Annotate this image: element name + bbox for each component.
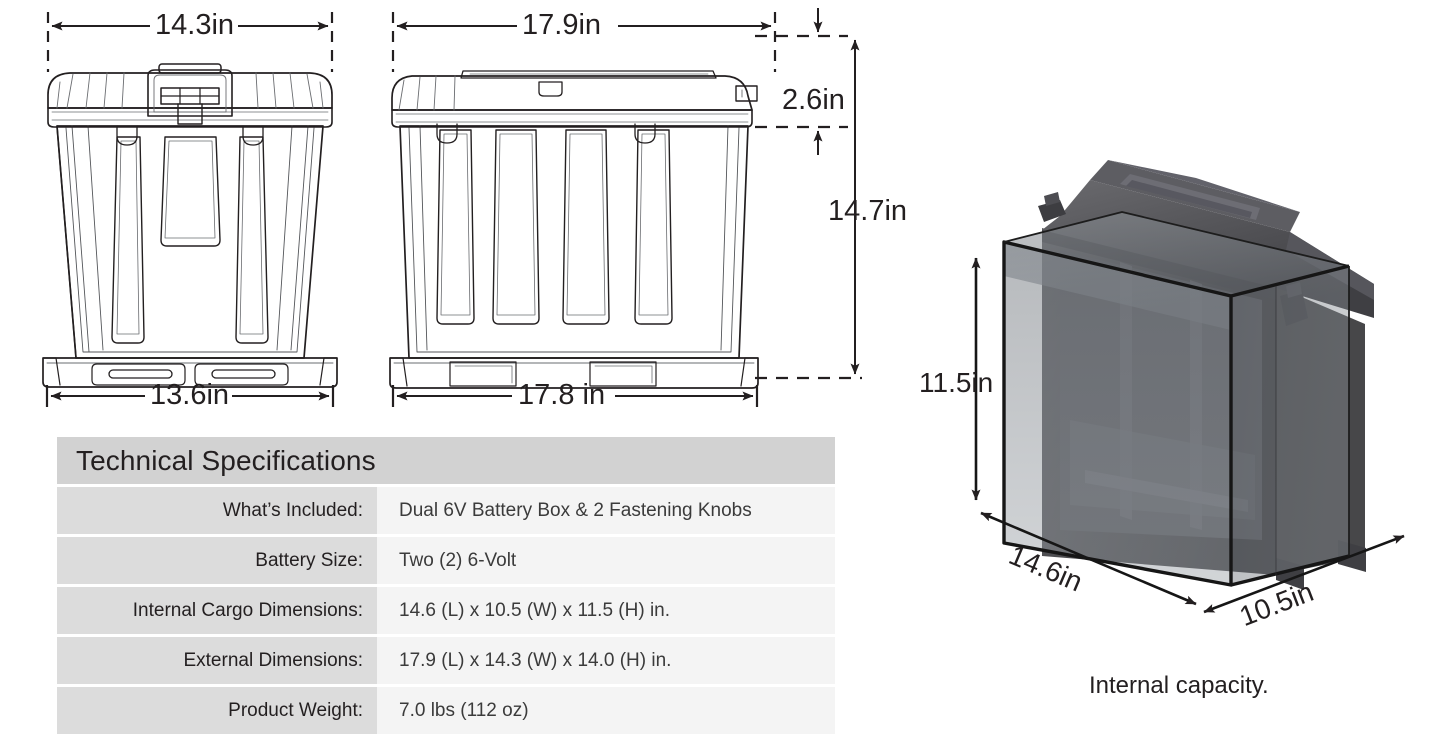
dimension-lines — [45, 8, 862, 407]
spec-label: Internal Cargo Dimensions: — [57, 587, 377, 634]
dim-front-width-bottom — [45, 385, 335, 407]
spec-value: 17.9 (L) x 14.3 (W) x 14.0 (H) in. — [377, 637, 835, 684]
table-row: Battery Size: Two (2) 6-Volt — [57, 537, 835, 584]
table-row: What’s Included: Dual 6V Battery Box & 2… — [57, 487, 835, 534]
dim-label-front-width-top: 14.3in — [155, 9, 235, 41]
dim-label-lid-height: 2.6in — [782, 84, 845, 116]
spec-table-title: Technical Specifications — [76, 444, 376, 476]
spec-table-header: Technical Specifications — [57, 437, 835, 484]
dim-side-length-bottom — [391, 385, 759, 407]
spec-value: 7.0 lbs (112 oz) — [377, 687, 835, 734]
spec-label: Product Weight: — [57, 687, 377, 734]
dim-label-front-width-bottom: 13.6in — [150, 379, 230, 411]
table-row: Product Weight: 7.0 lbs (112 oz) — [57, 687, 835, 734]
spec-label: External Dimensions: — [57, 637, 377, 684]
dimension-lines-3d — [971, 257, 1405, 614]
dim-label-side-length-bottom: 17.8 in — [518, 379, 606, 411]
side-view-drawing — [389, 70, 759, 389]
table-row: Internal Cargo Dimensions: 14.6 (L) x 10… — [57, 587, 835, 634]
dim-total-height — [755, 39, 862, 380]
spec-value: 14.6 (L) x 10.5 (W) x 11.5 (H) in. — [377, 587, 835, 634]
render-3d-battery-box — [1002, 160, 1374, 590]
technical-specifications-table: Technical Specifications What’s Included… — [57, 437, 835, 734]
spec-value: Dual 6V Battery Box & 2 Fastening Knobs — [377, 487, 835, 534]
spec-value: Two (2) 6-Volt — [377, 537, 835, 584]
spec-label: Battery Size: — [57, 537, 377, 584]
dim-front-width-top — [46, 12, 334, 72]
dim-label-internal-height: 11.5in — [919, 367, 994, 398]
table-row: External Dimensions: 17.9 (L) x 14.3 (W)… — [57, 637, 835, 684]
dim-label-total-height: 14.7in — [828, 195, 908, 227]
dim-side-length-top — [391, 12, 777, 72]
internal-capacity-volume — [1002, 211, 1350, 587]
dim-internal-length — [980, 511, 1197, 606]
dim-internal-width — [1203, 534, 1405, 614]
dim-label-side-length-top: 17.9in — [522, 9, 602, 41]
dim-lid-height — [755, 8, 848, 155]
render-caption: Internal capacity. — [1089, 672, 1269, 699]
spec-label: What’s Included: — [57, 487, 377, 534]
front-view-drawing — [42, 63, 338, 388]
